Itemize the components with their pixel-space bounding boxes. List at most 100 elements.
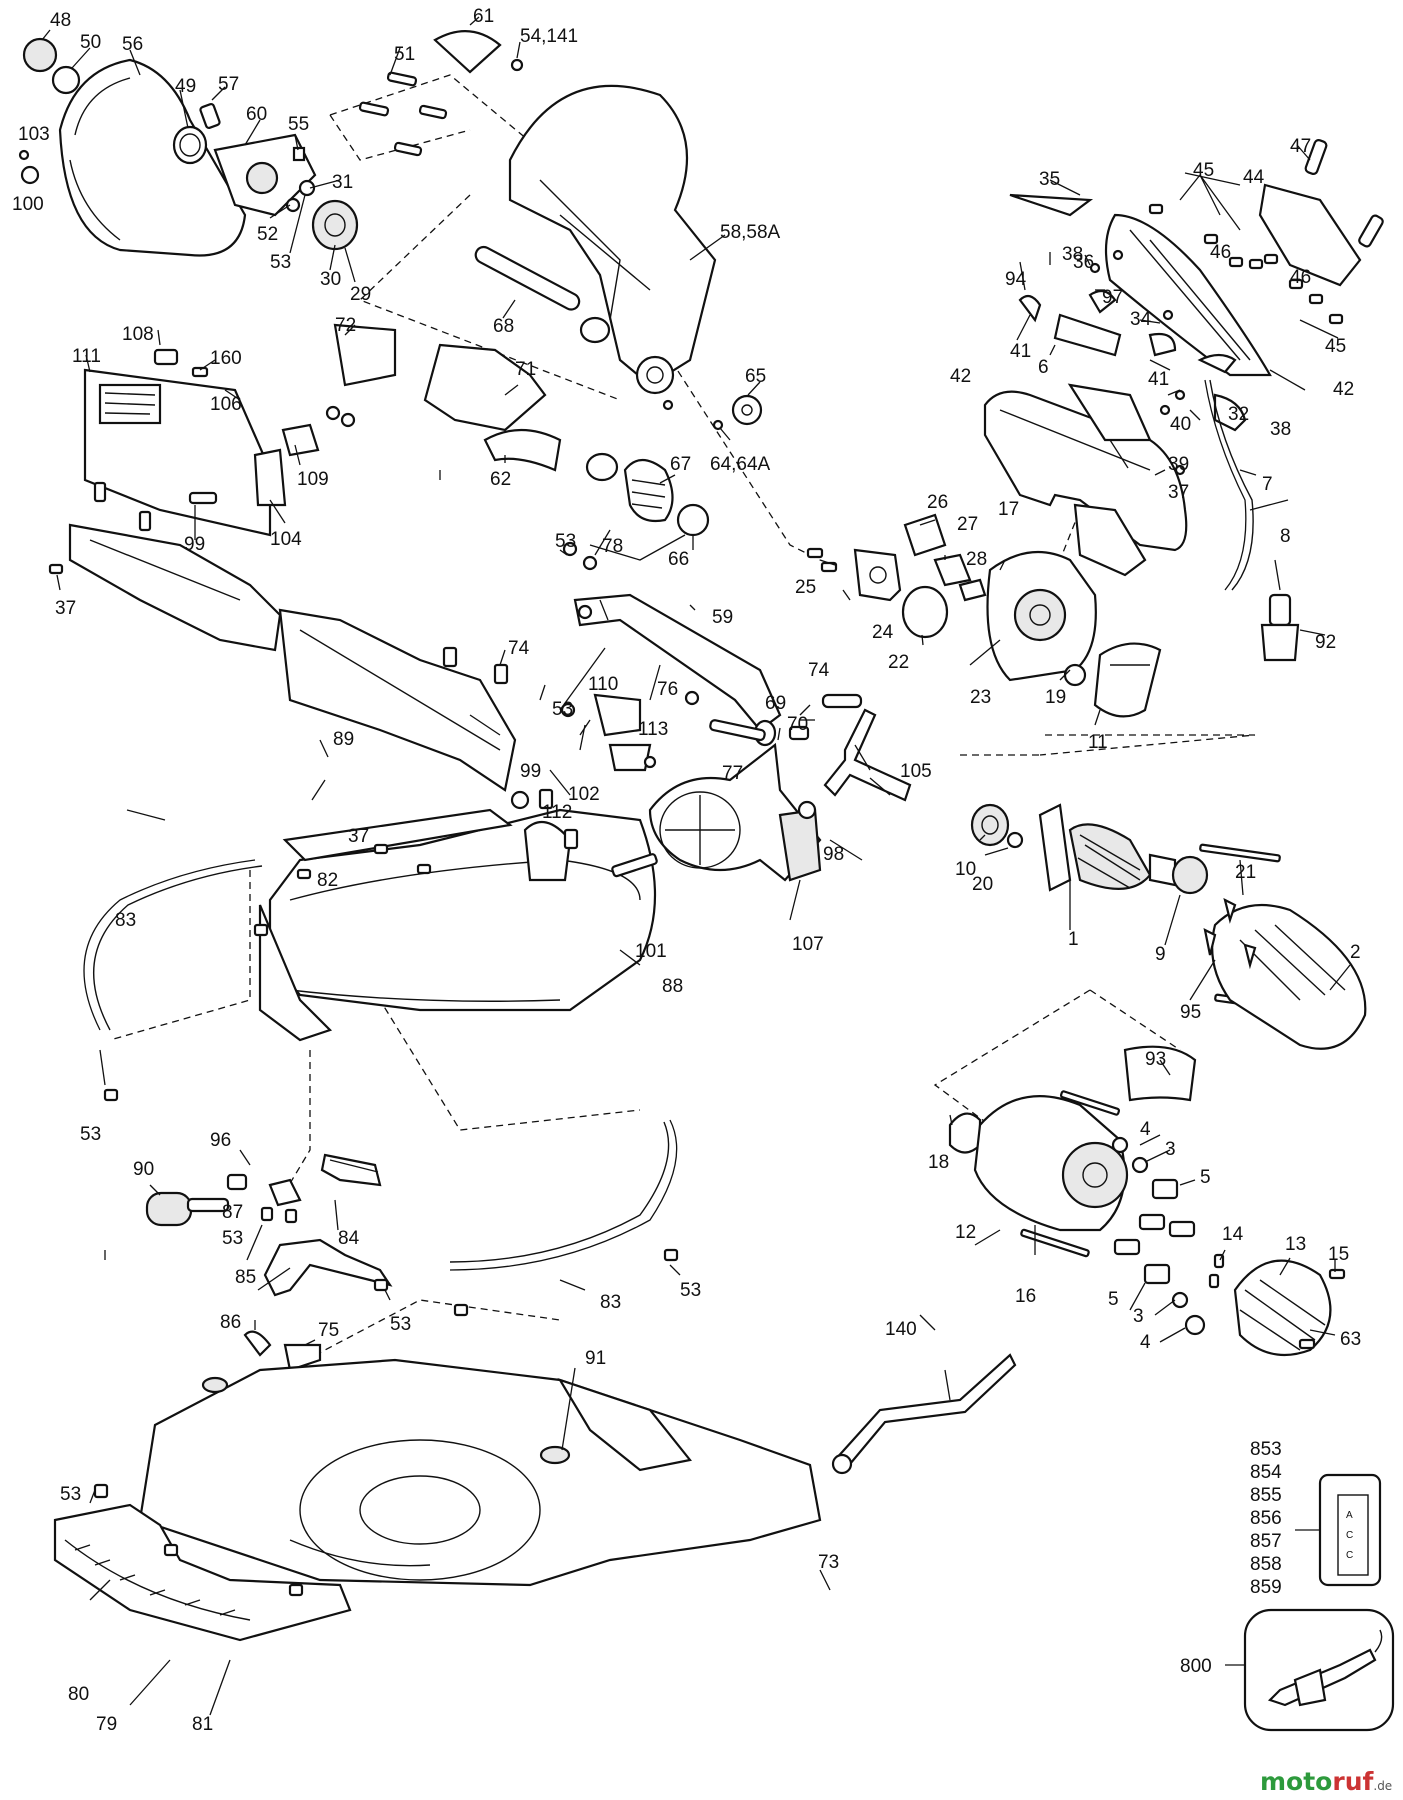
label-12: 12: [955, 1222, 976, 1243]
label-32: 32: [1228, 404, 1249, 425]
label-99-a: 99: [184, 534, 205, 555]
label-78: 78: [602, 536, 623, 557]
label-39: 39: [1168, 454, 1189, 475]
label-79: 79: [96, 1714, 117, 1735]
label-65: 65: [745, 366, 766, 387]
lower-blade-guard-group: [18, 37, 359, 257]
label-22: 22: [888, 652, 909, 673]
label-4-b: 4: [1140, 1332, 1151, 1353]
label-74-a: 74: [508, 638, 530, 659]
label-72: 72: [335, 315, 356, 336]
label-103: 103: [18, 124, 50, 145]
label-53-b: 53: [555, 531, 576, 552]
leader-lines: [41, 16, 1351, 1716]
label-111: 111: [72, 346, 101, 367]
label-74-b: 74: [808, 660, 830, 681]
label-102: 102: [568, 784, 600, 805]
label-96: 96: [210, 1130, 231, 1151]
label-108: 108: [122, 324, 154, 345]
label-70: 70: [787, 714, 808, 735]
label-93: 93: [1145, 1049, 1166, 1070]
accessory-inset-group: [1225, 1608, 1395, 1732]
label-100: 100: [12, 194, 44, 215]
label-34: 34: [1130, 309, 1152, 330]
label-35: 35: [1039, 169, 1060, 190]
label-83-a: 83: [115, 910, 136, 931]
label-26: 26: [927, 492, 948, 513]
label-1: 1: [1068, 929, 1079, 950]
label-90: 90: [133, 1159, 154, 1180]
label-44: 44: [1243, 167, 1265, 188]
label-53-a: 53: [270, 252, 291, 273]
base-group: [53, 1358, 822, 1642]
label-53-d: 53: [80, 1124, 101, 1145]
label-66: 66: [668, 549, 689, 570]
label-49: 49: [175, 76, 196, 97]
label-112: 112: [542, 802, 572, 823]
label-73: 73: [818, 1552, 839, 1573]
label-25: 25: [795, 577, 816, 598]
label-75: 75: [318, 1320, 339, 1341]
label-858: 858: [1250, 1554, 1282, 1575]
watermark-part1: moto: [1260, 1767, 1332, 1796]
label-800: 800: [1180, 1656, 1212, 1677]
label-53-c: 53: [552, 699, 573, 720]
label-80: 80: [68, 1684, 89, 1705]
label-57: 57: [218, 74, 239, 95]
label-71: 71: [515, 359, 536, 380]
label-48: 48: [50, 10, 71, 31]
label-50: 50: [80, 32, 101, 53]
label-27: 27: [957, 514, 978, 535]
label-18: 18: [928, 1152, 949, 1173]
label-3-a: 3: [1165, 1139, 1176, 1160]
label-37-a: 37: [55, 598, 76, 619]
label-104: 104: [270, 529, 302, 550]
wrench-group: [831, 1353, 1017, 1475]
label-853: 853: [1250, 1439, 1282, 1460]
label-91: 91: [585, 1348, 606, 1369]
label-855: 855: [1250, 1485, 1282, 1506]
label-160: 160: [210, 348, 242, 369]
upper-guard-arm-group: [358, 30, 717, 395]
label-51: 51: [394, 44, 415, 65]
label-45-b: 45: [1325, 336, 1346, 357]
label-856: 856: [1250, 1508, 1282, 1529]
label-60: 60: [246, 104, 267, 125]
middle-parts-group: [325, 245, 763, 537]
label-77: 77: [722, 763, 743, 784]
label-20: 20: [972, 874, 993, 895]
label-23: 23: [970, 687, 991, 708]
label-76: 76: [657, 679, 678, 700]
label-68: 68: [493, 316, 514, 337]
label-62: 62: [490, 469, 511, 490]
label-box-group: A C C: [1295, 1473, 1382, 1587]
label-106: 106: [210, 394, 242, 415]
label-21: 21: [1235, 862, 1256, 883]
label-53-e: 53: [222, 1228, 243, 1249]
label-69: 69: [765, 693, 786, 714]
label-56: 56: [122, 34, 143, 55]
label-2: 2: [1350, 942, 1361, 963]
label-37-c: 37: [1168, 482, 1189, 503]
label-84: 84: [338, 1228, 360, 1249]
label-46-b: 46: [1290, 267, 1311, 288]
label-55: 55: [288, 114, 309, 135]
label-29: 29: [350, 284, 371, 305]
label-15: 15: [1328, 1244, 1349, 1265]
label-95: 95: [1180, 1002, 1201, 1023]
label-105: 105: [900, 761, 932, 782]
bevel-bracket-group: [560, 541, 912, 882]
label-54-141: 54,141: [520, 26, 578, 47]
label-92: 92: [1315, 632, 1336, 653]
label-859: 859: [1250, 1577, 1282, 1598]
label-38-a: 38: [1062, 244, 1083, 265]
label-28: 28: [966, 549, 987, 570]
label-10: 10: [955, 859, 976, 880]
watermark-part2: ruf: [1332, 1767, 1374, 1796]
label-42-b: 42: [950, 366, 971, 387]
label-854: 854: [1250, 1462, 1282, 1483]
label-88: 88: [662, 976, 683, 997]
fence-group: [48, 348, 517, 792]
label-109: 109: [297, 469, 329, 490]
